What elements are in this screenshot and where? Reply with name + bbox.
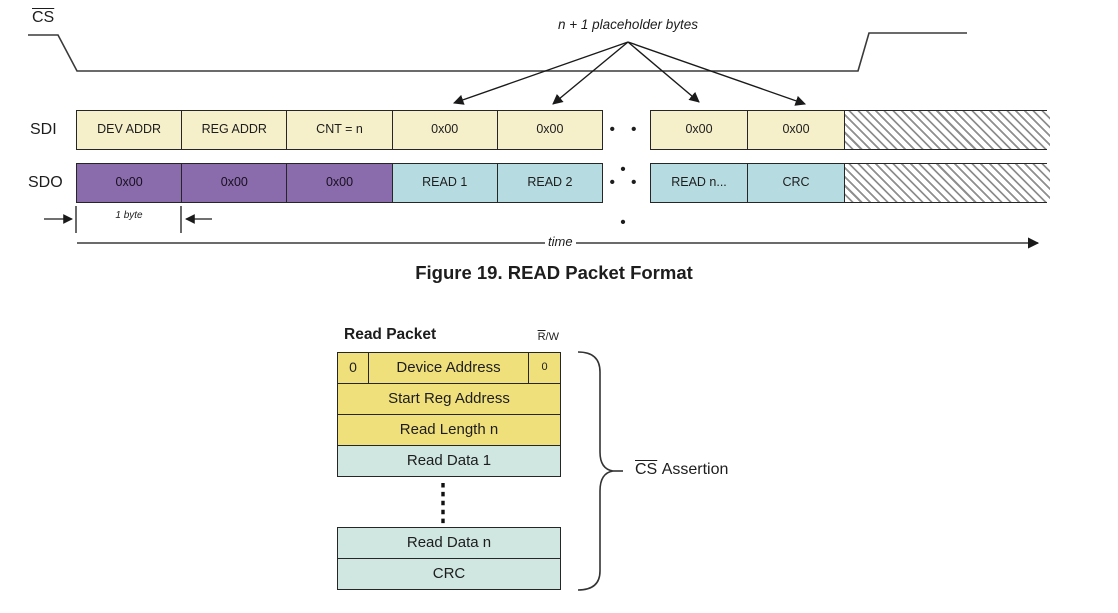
rw-flag-label: R/W xyxy=(518,331,559,343)
sdi-cell-0x00-4: 0x00 xyxy=(747,111,844,149)
packet-device-address: Device Address xyxy=(396,359,501,376)
placeholder-bytes-note: n + 1 placeholder bytes xyxy=(558,17,698,32)
sdi-cell-0x00-3: 0x00 xyxy=(651,111,747,149)
sdi-cell-reg-addr: REG ADDR xyxy=(181,111,287,149)
sdi-cell-dev-addr: DEV ADDR xyxy=(77,111,182,149)
packet-rw-bit: 0 xyxy=(528,353,560,383)
sdo-cell-read1: READ 1 xyxy=(391,164,497,202)
sdi-cell-group-a: DEV ADDR REG ADDR CNT = n 0x00 0x00 xyxy=(76,110,603,150)
packet-row-read-data-1: Read Data 1 xyxy=(338,445,560,476)
sdi-dont-care-hatch xyxy=(844,111,1050,149)
read-packet-title: Read Packet xyxy=(344,326,437,343)
sdi-signal-label: SDI xyxy=(30,121,57,138)
sdo-ellipsis-dots: • • • xyxy=(609,174,643,231)
cs-waveform xyxy=(28,32,967,72)
read-packet-table-top: 0 Device Address 0 Start Reg Address Rea… xyxy=(337,352,561,477)
time-axis-label: time xyxy=(545,234,576,249)
cs-assertion-text-part: Assertion xyxy=(661,461,729,478)
rw-r-part: R xyxy=(537,331,546,343)
sdi-ellipsis-dots: • • • xyxy=(609,121,643,178)
packet-bit0-left: 0 xyxy=(338,353,369,383)
cs-assertion-label: CS Assertion xyxy=(635,461,728,479)
one-byte-label: 1 byte xyxy=(115,210,143,221)
sdo-cell-0x00-3: 0x00 xyxy=(286,164,392,202)
packet-row-read-length: Read Length n xyxy=(338,414,560,445)
packet-row-crc: CRC xyxy=(338,558,560,589)
cs-signal-label: CS xyxy=(32,9,55,26)
sdi-cell-cnt: CNT = n xyxy=(286,111,392,149)
packet-row-read-data-n: Read Data n xyxy=(338,528,560,558)
packet-row-device-address: 0 Device Address 0 xyxy=(338,353,560,383)
sdo-cell-read-n: READ n... xyxy=(651,164,747,202)
sdi-cell-0x00-2: 0x00 xyxy=(496,111,603,149)
sdo-cell-group-b: READ n... CRC xyxy=(650,163,1050,203)
sdo-cell-0x00-1: 0x00 xyxy=(77,164,182,202)
sdo-signal-label: SDO xyxy=(28,174,63,191)
sdo-cell-read2: READ 2 xyxy=(496,164,603,202)
sdo-cell-group-a: 0x00 0x00 0x00 READ 1 READ 2 xyxy=(76,163,603,203)
sdo-cell-0x00-2: 0x00 xyxy=(181,164,287,202)
figure-caption: Figure 19. READ Packet Format xyxy=(415,262,693,283)
packet-row-start-reg-address: Start Reg Address xyxy=(338,383,560,414)
rw-w-part: /W xyxy=(545,331,559,343)
sdi-cell-group-b: 0x00 0x00 xyxy=(650,110,1050,150)
placeholder-arrows xyxy=(453,41,806,106)
sdi-cell-0x00-1: 0x00 xyxy=(391,111,497,149)
sdo-dont-care-hatch xyxy=(844,164,1050,202)
sdo-cell-crc: CRC xyxy=(747,164,844,202)
cs-assertion-cs-part: CS xyxy=(635,461,658,478)
read-packet-table-bottom: Read Data n CRC xyxy=(337,527,561,590)
cs-assertion-brace xyxy=(577,351,623,591)
